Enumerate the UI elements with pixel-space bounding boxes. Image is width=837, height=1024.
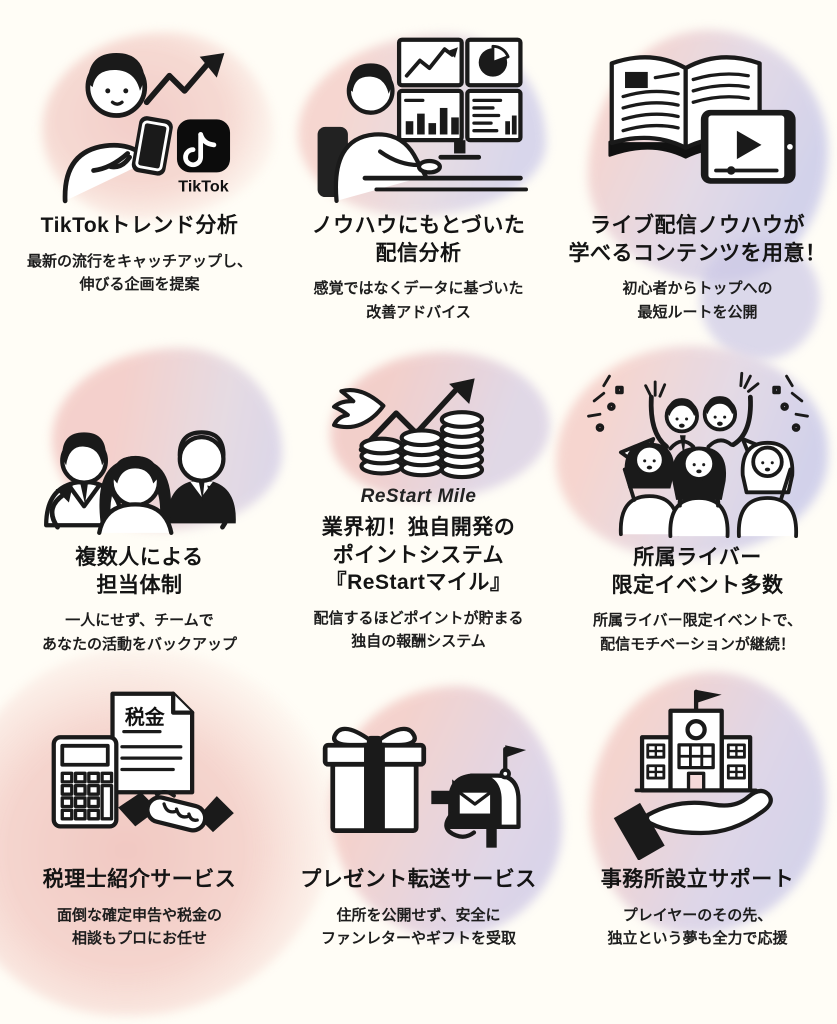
- feature-row-1: TikTok TikTokトレンド分析 最新の流行をキャッチアップし、 伸びる企…: [0, 16, 837, 324]
- feature-title: ライブ配信ノウハウが 学べるコンテンツを用意！: [569, 212, 827, 267]
- tiktok-trend-illustration: TikTok: [31, 16, 249, 206]
- feature-description: 感覚ではなくデータに基づいた 改善アドバイス: [313, 277, 523, 324]
- restart-mile-caption: ReStart Mile: [360, 486, 477, 507]
- desc-line: 配信モチベーションが継続！: [600, 635, 795, 653]
- feature-title: プレゼント転送サービス: [300, 866, 537, 894]
- desc-line: 改善アドバイス: [366, 303, 471, 321]
- winged-coins-icon: [331, 378, 484, 480]
- person-phone-trend-icon: TikTok: [62, 52, 230, 204]
- feature-card-gift-forwarding: プレゼント転送サービス 住所を公開せず、安全に ファンレターやギフトを受取: [279, 668, 558, 950]
- analyst-monitors-icon: [317, 37, 528, 203]
- title-line: 所属ライバー: [633, 546, 762, 569]
- title-line: 業界初！独自開発の: [321, 516, 516, 539]
- desc-line: 初心者からトップへの: [622, 280, 773, 298]
- feature-title: 複数人による 担当体制: [75, 544, 203, 599]
- feature-card-streaming-analytics: ノウハウにもとづいた 配信分析 感覚ではなくデータに基づいた 改善アドバイス: [279, 16, 558, 324]
- exclusive-events-illustration: [579, 352, 817, 538]
- desc-line: プレイヤーのその先、: [622, 906, 773, 924]
- tax-doc-label: 税金: [124, 705, 165, 729]
- title-line: 担当体制: [96, 573, 183, 597]
- feature-card-tiktok-trend: TikTok TikTokトレンド分析 最新の流行をキャッチアップし、 伸びる企…: [0, 16, 279, 324]
- feature-title: 事務所設立サポート: [601, 866, 795, 894]
- desc-line: あなたの活動をバックアップ: [41, 635, 237, 653]
- feature-description: 配信するほどポイントが貯まる 独自の報酬システム: [313, 607, 523, 654]
- restart-mile-illustration: ReStart Mile: [314, 352, 524, 508]
- title-line: ポイントシステム: [332, 543, 505, 567]
- feature-title: 所属ライバー 限定イベント多数: [612, 544, 784, 599]
- title-line: 配信分析: [375, 241, 462, 265]
- title-line: ライブ配信ノウハウが: [590, 214, 805, 237]
- title-line: 事務所設立サポート: [600, 868, 795, 891]
- title-line: 限定イベント多数: [611, 573, 784, 597]
- background-blob: [330, 352, 550, 500]
- tiktok-app-icon: [176, 119, 230, 173]
- title-line: 税理士紹介サービス: [42, 868, 237, 891]
- confetti-left: [586, 374, 624, 432]
- office-support-illustration: [589, 668, 807, 860]
- desc-line: 独自の報酬システム: [351, 633, 486, 651]
- desc-line: 最短ルートを公開: [637, 303, 758, 321]
- tiktok-badge-label: TikTok: [178, 177, 228, 195]
- title-line: TikTokトレンド分析: [40, 214, 239, 237]
- streaming-analytics-illustration: [310, 16, 528, 206]
- feature-row-2: 複数人による 担当体制 一人にせず、チームで あなたの活動をバックアップ: [0, 352, 837, 656]
- gift-forwarding-illustration: [310, 668, 528, 860]
- feature-description: 初心者からトップへの 最短ルートを公開: [622, 277, 772, 324]
- tax-accountant-illustration: 税金: [31, 668, 249, 860]
- feature-description: プレイヤーのその先、 独立という夢も全力で応援: [607, 904, 787, 951]
- feature-card-tax-accountant: 税金 税理士紹介サービス 面倒な確定申告や税金の 相談もプロにお任せ: [0, 668, 279, 950]
- feature-description: 面倒な確定申告や税金の 相談もプロにお任せ: [57, 904, 222, 951]
- desc-line: ファンレターやギフトを受取: [320, 929, 516, 947]
- desc-line: 独立という夢も全力で応援: [607, 929, 788, 947]
- desc-line: 感覚ではなくデータに基づいた: [313, 280, 524, 298]
- tax-calculator-handshake-icon: 税金: [51, 691, 234, 833]
- feature-title: 税理士紹介サービス: [43, 866, 237, 894]
- desc-line: 最新の流行をキャッチアップし、: [26, 252, 252, 270]
- desc-line: 面倒な確定申告や税金の: [56, 906, 222, 924]
- title-line: プレゼント転送サービス: [300, 868, 537, 891]
- desc-line: 所属ライバー限定イベントで、: [592, 612, 803, 630]
- three-people-icon: [43, 430, 236, 535]
- feature-title: 業界初！独自開発の ポイントシステム 『ReStartマイル』: [322, 514, 516, 597]
- title-line: ノウハウにもとづいた: [311, 214, 526, 237]
- feature-card-team: 複数人による 担当体制 一人にせず、チームで あなたの活動をバックアップ: [0, 352, 279, 656]
- desc-line: 伸びる企画を提案: [79, 275, 200, 293]
- background-blob: [700, 238, 820, 360]
- learning-content-illustration: [589, 16, 807, 206]
- feature-description: 最新の流行をキャッチアップし、 伸びる企画を提案: [27, 250, 252, 297]
- desc-line: 住所を公開せず、安全に: [336, 906, 501, 924]
- book-video-icon: [607, 55, 796, 184]
- feature-card-exclusive-events: 所属ライバー 限定イベント多数 所属ライバー限定イベントで、 配信モチベーション…: [558, 352, 837, 656]
- feature-description: 一人にせず、チームで あなたの活動をバックアップ: [42, 609, 237, 656]
- celebrating-crowd-icon: [586, 371, 809, 538]
- title-line: 複数人による: [75, 546, 204, 569]
- feature-title: ノウハウにもとづいた 配信分析: [312, 212, 526, 267]
- title-line: 学べるコンテンツを用意！: [568, 241, 827, 265]
- feature-row-3: 税金 税理士紹介サービス 面倒な確定申告や税金の 相談もプロにお任せ: [0, 668, 837, 950]
- feature-title: TikTokトレンド分析: [41, 212, 239, 240]
- building-on-hand-icon: [613, 689, 773, 860]
- feature-card-office-support: 事務所設立サポート プレイヤーのその先、 独立という夢も全力で応援: [558, 668, 837, 950]
- feature-description: 所属ライバー限定イベントで、 配信モチベーションが継続！: [593, 609, 802, 656]
- desc-line: 一人にせず、チームで: [65, 612, 214, 630]
- feature-description: 住所を公開せず、安全に ファンレターやギフトを受取: [321, 904, 516, 951]
- gift-to-mailbox-icon: [322, 726, 526, 848]
- desc-line: 相談もプロにお任せ: [71, 929, 207, 947]
- confetti-right: [771, 374, 809, 432]
- title-line: 『ReStartマイル』: [325, 571, 512, 595]
- multi-person-team-illustration: [31, 352, 249, 538]
- play-icon: [736, 130, 762, 160]
- feature-card-restart-mile: ReStart Mile 業界初！独自開発の ポイントシステム 『ReStart…: [279, 352, 558, 656]
- feature-card-learning-content: ライブ配信ノウハウが 学べるコンテンツを用意！ 初心者からトップへの 最短ルート…: [558, 16, 837, 324]
- desc-line: 配信するほどポイントが貯まる: [313, 610, 524, 628]
